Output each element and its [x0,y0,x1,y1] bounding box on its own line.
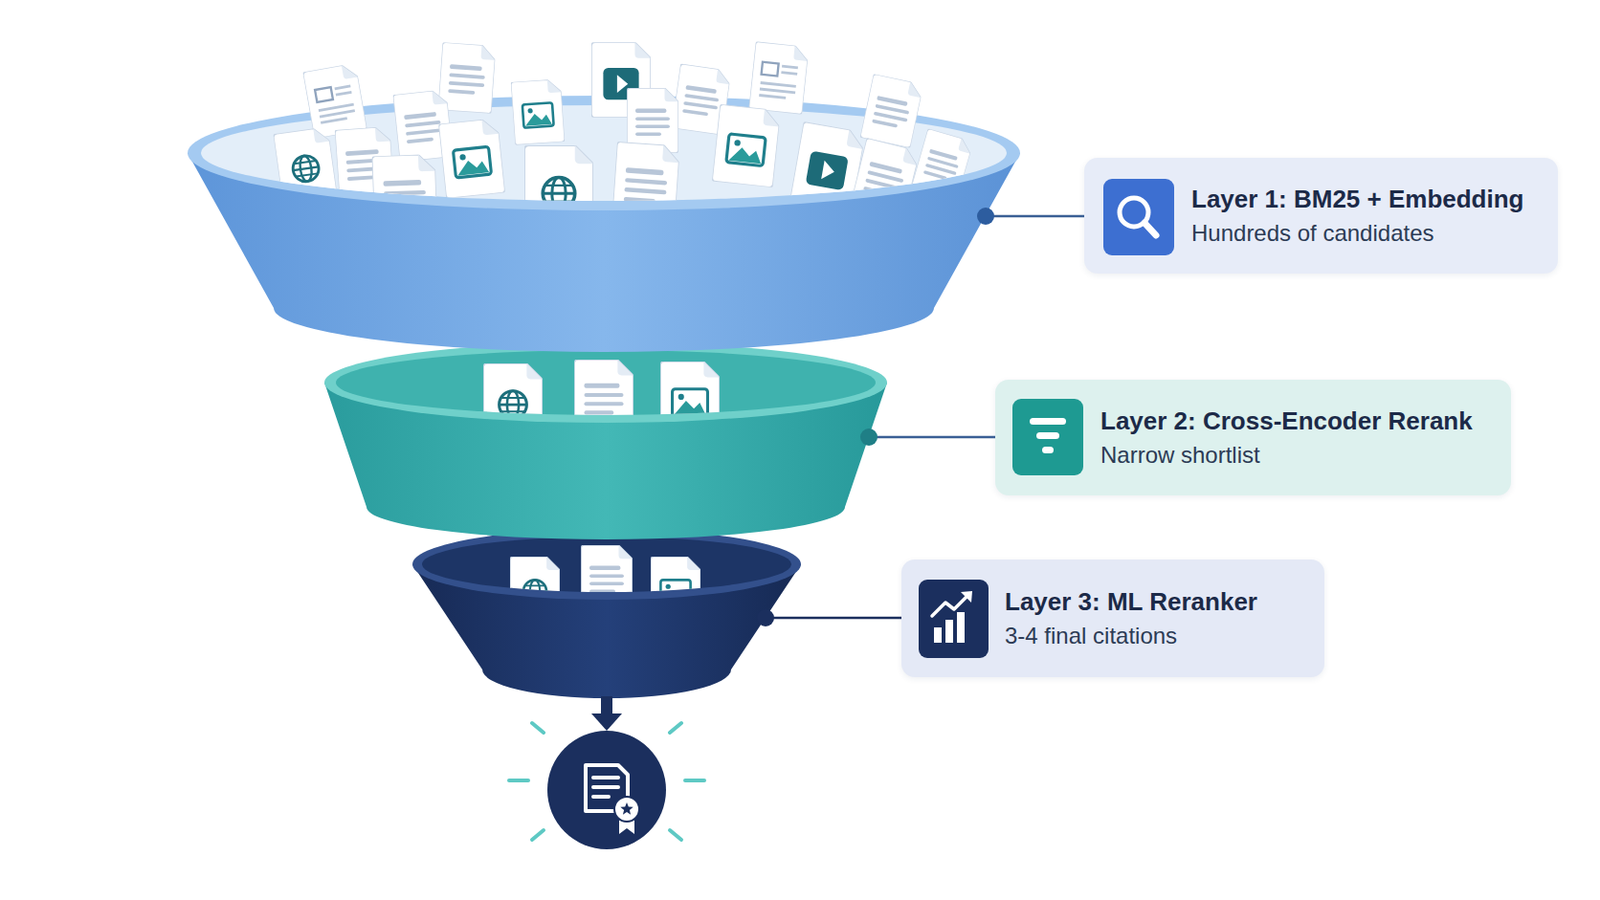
leader-line [868,436,996,440]
document-icon [524,145,594,233]
sparkle-lines [509,723,705,841]
certificate-lines [593,777,619,798]
leader-lines [756,207,1085,627]
layer-title: Layer 1: BM25 + Embedding [1191,183,1549,216]
filter-bar [1029,418,1067,425]
document-stack [272,41,974,237]
leader-line [985,215,1085,219]
layer-title: Layer 3: ML Reranker [1004,586,1315,619]
leader-dot [756,609,775,627]
magnifier-lens [1119,198,1149,227]
arrow-shaft [600,696,613,716]
output-arrow [591,696,623,732]
layer-subtitle: Narrow shortlist [1100,440,1502,470]
leader-line [765,617,902,621]
layer-title: Layer 2: Cross-Encoder Rerank [1100,405,1502,438]
document-stack [483,359,720,439]
document-icon [574,359,634,435]
document-icon [438,117,506,200]
icon-tile [918,579,989,659]
document-icon [580,545,633,611]
magnifier-handle [1144,222,1156,236]
document-icon [611,141,681,226]
sparkle [509,778,529,783]
sparkle [532,830,544,841]
document-icon [511,78,565,145]
seal [614,797,640,823]
filter-bar [1042,446,1054,454]
callout-box: Layer 1: BM25 + EmbeddingHundreds of can… [1084,157,1558,274]
filter-icon [1012,399,1084,476]
document-icon [510,556,560,621]
callout-box: Layer 2: Cross-Encoder RerankNarrow shor… [995,379,1512,496]
funnel-layer-3 [412,529,801,699]
star [620,802,633,816]
document-icon [483,363,543,439]
chart-bar [945,620,954,644]
filter-bar [1036,432,1060,440]
sparkle [532,723,544,734]
document-icon [711,104,781,188]
sparkle [685,778,705,783]
funnel-layer-2 [324,342,888,540]
result-circle [547,731,667,850]
layer-subtitle: Hundreds of candidates [1191,218,1549,248]
callout-box: Layer 3: ML Reranker3-4 final citations [901,559,1325,678]
leader-dot [860,428,878,446]
chart-icon [918,579,989,659]
trend-line [932,595,969,617]
icon-tile [1012,399,1084,476]
sparkle [669,723,682,734]
funnel-layer-1 [187,41,1021,353]
sparkle [669,830,682,841]
document-icon [272,126,337,203]
layer-subtitle: 3-4 final citations [1004,621,1315,651]
document-stack [510,545,701,621]
document-icon [860,73,925,149]
document-icon [650,556,701,621]
document-icon [911,128,974,200]
leader-dot [977,207,995,225]
document-icon [849,137,921,220]
chart-bar [956,612,965,644]
document-icon [748,41,809,114]
document-icon [789,121,867,212]
search-icon [1103,178,1175,256]
document-icon [302,63,367,140]
trend-arrow [960,591,973,603]
arrow-head [591,713,623,732]
result-badge [509,723,705,850]
document-icon [660,361,720,437]
icon-tile [1103,178,1175,256]
document-icon [372,154,439,237]
chart-bar [933,627,942,644]
